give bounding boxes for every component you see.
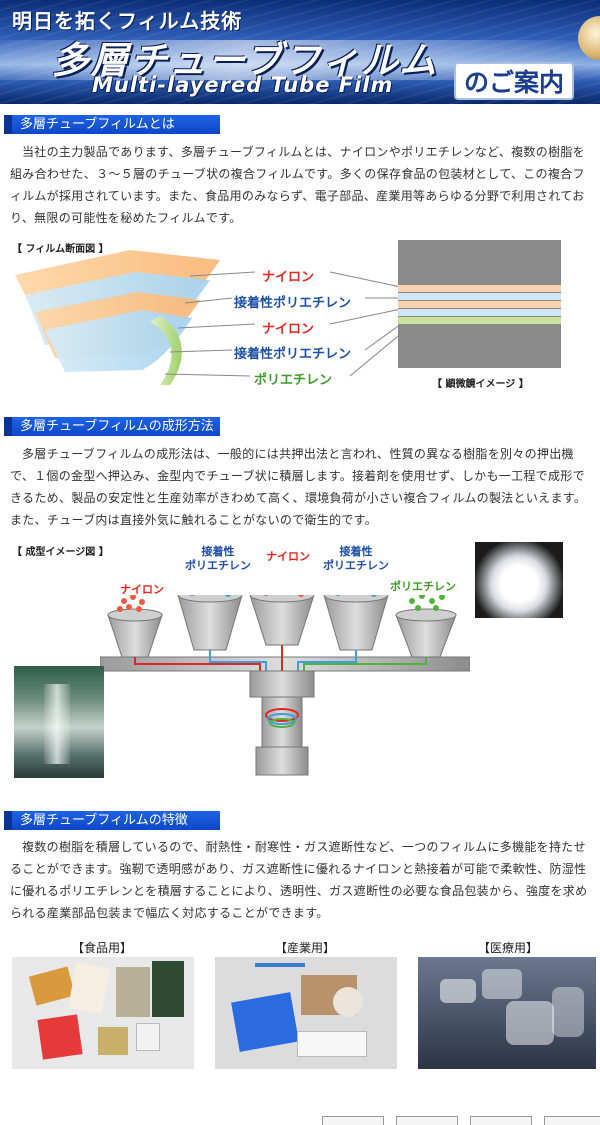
bottom-nav-tab[interactable] bbox=[322, 1116, 384, 1125]
banner-title: 多層チューブフィルム bbox=[52, 39, 439, 82]
resin-flow-lines bbox=[134, 645, 427, 675]
film-cross-section-diagram bbox=[15, 250, 400, 385]
package-shape bbox=[152, 961, 184, 1017]
package-shape bbox=[552, 987, 584, 1037]
banner-tagline: 明日を拓くフィルム技術 bbox=[12, 9, 243, 33]
layer-label-adhesive-pe-1: 接着性ポリエチレン bbox=[234, 296, 352, 311]
resin-pellets-adhesive-pe-2 bbox=[335, 595, 377, 597]
resin-pellets-nylon-1 bbox=[117, 595, 145, 612]
package-shape bbox=[136, 1023, 160, 1051]
micro-stripe-pe bbox=[398, 317, 561, 324]
package-shape bbox=[297, 1031, 367, 1057]
package-shape bbox=[116, 967, 150, 1017]
hopper-label-adhesive-pe-2: 接着性ポリエチレン bbox=[323, 545, 389, 572]
use-label-medical: 【医療用】 bbox=[477, 941, 538, 955]
hopper-label-nylon-1: ナイロン bbox=[120, 583, 164, 596]
use-label-industrial: 【産業用】 bbox=[274, 941, 335, 955]
package-shape bbox=[440, 979, 476, 1003]
section-heading-features: 多層チューブフィルムの特徴 bbox=[4, 811, 220, 830]
layer-label-nylon-1: ナイロン bbox=[262, 270, 315, 285]
hopper-label-adhesive-pe-1: 接着性ポリエチレン bbox=[185, 545, 251, 572]
hopper-polyethylene bbox=[395, 608, 457, 658]
use-label-food: 【食品用】 bbox=[71, 941, 132, 955]
micro-stripe-nylon bbox=[398, 285, 561, 292]
layer-label-adhesive-pe-2: 接着性ポリエチレン bbox=[234, 347, 352, 362]
hopper-nylon-2 bbox=[249, 595, 315, 646]
micro-stripe-adhesive bbox=[398, 309, 561, 316]
layer-polyethylene bbox=[150, 316, 182, 385]
micro-stripe-adhesive bbox=[398, 293, 561, 300]
banner-corner-ornament bbox=[578, 16, 600, 60]
package-shape bbox=[98, 1027, 128, 1055]
bottom-nav-tab[interactable] bbox=[396, 1116, 458, 1125]
hopper-label-polyethylene: ポリエチレン bbox=[390, 580, 456, 593]
package-shape bbox=[37, 1014, 83, 1060]
section-heading-molding: 多層チューブフィルムの成形方法 bbox=[4, 417, 220, 436]
hopper-label-nylon-2: ナイロン bbox=[266, 550, 310, 563]
die-block bbox=[249, 670, 315, 776]
package-shape bbox=[255, 963, 305, 967]
hopper-adhesive-pe-1 bbox=[177, 595, 243, 651]
film-tube-highlight bbox=[44, 684, 70, 764]
food-packaging-photo bbox=[12, 957, 194, 1069]
section-body-molding: 多層チューブフィルムの成形法は、一般的には共押出法と言われ、性質の異なる樹脂を別… bbox=[10, 447, 587, 527]
package-shape bbox=[333, 987, 363, 1017]
microscope-image bbox=[398, 240, 561, 368]
package-shape bbox=[28, 966, 76, 1006]
medical-packaging-photo bbox=[418, 957, 596, 1069]
bottom-nav-tab[interactable] bbox=[544, 1116, 600, 1125]
hopper-adhesive-pe-2 bbox=[323, 595, 389, 651]
industrial-packaging-photo bbox=[215, 957, 397, 1069]
hopper-nylon-1 bbox=[107, 608, 163, 658]
banner-guide: のご案内 bbox=[454, 62, 575, 100]
package-shape bbox=[482, 969, 522, 999]
resin-pellets-photo bbox=[475, 542, 563, 618]
header-banner: 明日を拓くフィルム技術 多層チューブフィルム Multi-layered Tub… bbox=[0, 0, 600, 104]
bottom-nav-tab[interactable] bbox=[470, 1116, 532, 1125]
banner-subtitle: Multi-layered Tube Film bbox=[92, 73, 394, 97]
molding-caption: 【 成型イメージ図 】 bbox=[12, 547, 109, 558]
section-heading-about: 多層チューブフィルムとは bbox=[4, 115, 220, 134]
resin-pellets-polyethylene bbox=[409, 595, 445, 611]
package-shape bbox=[506, 1001, 554, 1045]
resin-pellets-nylon-2 bbox=[263, 595, 304, 597]
package-shape bbox=[68, 962, 110, 1014]
extrusion-machine-photo bbox=[14, 666, 104, 778]
layer-adhesive-pe-inner bbox=[45, 310, 192, 372]
layer-label-nylon-2: ナイロン bbox=[262, 322, 315, 337]
micro-stripe-nylon bbox=[398, 301, 561, 308]
section-body-about: 当社の主力製品であります、多層チューブフィルムとは、ナイロンやポリエチレンなど、… bbox=[10, 145, 585, 225]
section-body-features: 複数の樹脂を積層しているので、耐熱性・耐寒性・ガス遮断性など、一つのフィルムに多… bbox=[10, 840, 588, 920]
resin-pellets-adhesive-pe-1 bbox=[189, 595, 231, 597]
microscope-caption: 【 顕微鏡イメージ 】 bbox=[432, 379, 529, 390]
coextrusion-diagram bbox=[100, 595, 470, 776]
package-shape bbox=[231, 992, 299, 1052]
layer-label-polyethylene: ポリエチレン bbox=[254, 373, 333, 388]
cross-section-caption: 【 フィルム断面図 】 bbox=[12, 244, 109, 255]
